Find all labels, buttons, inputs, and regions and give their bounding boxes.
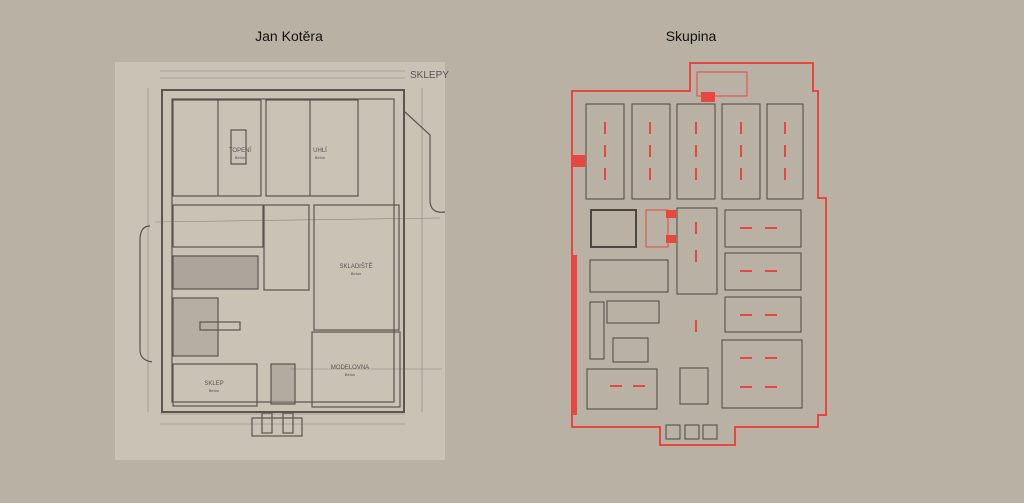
room-label: UHLÍ	[313, 147, 327, 154]
kotera-labels: SKLEPY TOPENÍ Beton UHLÍ Beton SKLADIŠTĚ…	[204, 70, 449, 393]
right-plan-title: Skupina	[665, 28, 717, 44]
room-material: Beton	[351, 271, 361, 276]
room-label: SKLEP	[204, 381, 223, 387]
left-plan-title: Jan Kotěra	[255, 28, 323, 44]
kotera-plan	[115, 62, 446, 460]
room-label: SKLADIŠTĚ	[339, 262, 372, 270]
room-label: MODELOVNA	[331, 365, 369, 371]
room-material: Beton	[315, 155, 325, 160]
outer-wall	[161, 89, 405, 413]
room-material: Beton	[345, 372, 355, 377]
red-markers	[572, 92, 786, 415]
room-material: Beton	[235, 155, 245, 160]
room-label: TOPENÍ	[229, 147, 252, 154]
heading-sklepy: SKLEPY	[410, 70, 449, 81]
room-material: Beton	[209, 388, 219, 393]
paper-sheet	[115, 62, 445, 460]
group-plan	[571, 62, 827, 446]
red-outline	[571, 62, 827, 446]
